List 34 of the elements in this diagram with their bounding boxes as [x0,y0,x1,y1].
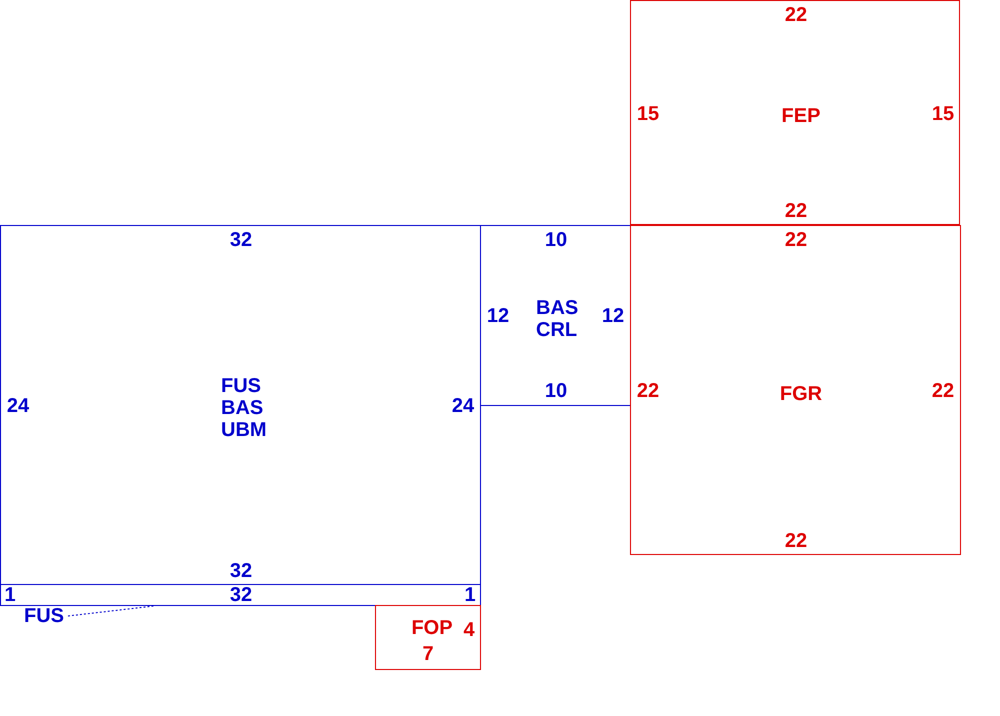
dimension-label: 12 [602,305,624,327]
room-outline [375,605,481,670]
dimension-label: 22 [636,380,660,402]
room-label: FOP [411,617,453,639]
dimension-label: 32 [230,584,252,606]
room-outline [630,225,961,555]
dimension-label: 32 [230,560,252,582]
dimension-label: 22 [784,4,808,26]
dimension-label: 24 [452,395,474,417]
room-label: FUS BAS UBM [221,375,268,441]
room-outline [0,584,481,606]
dimension-label: 10 [544,229,568,251]
dimension-label: 7 [422,643,434,665]
dimension-label: 1 [4,584,16,606]
dimension-label: 10 [544,380,568,402]
dimension-label: 22 [932,380,954,402]
dimension-label: 15 [932,103,954,125]
dimension-label: 4 [463,619,475,641]
room-label: FGR [780,383,822,405]
room-label: FEP [782,105,820,127]
dimension-label: 1 [464,584,476,606]
leader-line [68,606,154,616]
dimension-label: 24 [6,395,30,417]
dimension-label: 22 [784,229,808,251]
room-outline [480,225,631,406]
room-label: FUS [24,605,64,627]
dimension-label: 12 [486,305,510,327]
dimension-label: 32 [230,229,252,251]
dimension-label: 22 [784,530,808,552]
dimension-label: 15 [636,103,660,125]
room-outline [630,0,960,225]
room-label: BAS CRL [536,297,580,341]
dimension-label: 22 [784,200,808,222]
room-outline [0,225,481,585]
